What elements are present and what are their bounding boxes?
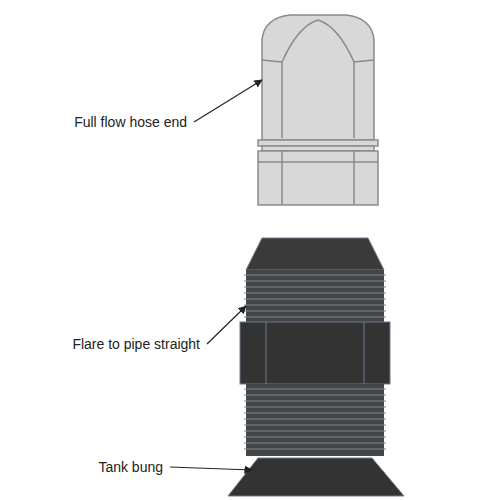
thread-line	[244, 412, 386, 413]
part-label: Full flow hose end	[73, 114, 188, 130]
thread-line	[244, 274, 386, 275]
thread-lines	[244, 389, 386, 449]
leader-line	[170, 467, 252, 470]
hose-end-body	[262, 15, 374, 140]
flare-thread	[246, 270, 384, 322]
thread-line	[244, 418, 386, 419]
tank-bung	[228, 458, 404, 496]
thread-line	[244, 298, 386, 299]
hose-end-facet	[262, 60, 374, 62]
flare-fitting	[240, 238, 390, 456]
thread-line	[244, 316, 386, 317]
thread-line	[244, 310, 386, 311]
part-label: Flare to pipe straight	[71, 336, 201, 352]
hose-end-hex	[258, 151, 378, 205]
thread-line	[244, 286, 386, 287]
thread-line	[244, 406, 386, 407]
hex-edge	[266, 322, 364, 384]
hose-end-band	[258, 140, 378, 146]
flare-cone	[246, 238, 384, 270]
leader-line	[207, 306, 246, 344]
thread-line	[244, 292, 386, 293]
hose-end	[258, 15, 378, 205]
flare-hex-nut	[240, 322, 390, 384]
part-label: Tank bung	[97, 459, 164, 475]
thread-line	[244, 280, 386, 281]
thread-line	[244, 388, 386, 389]
thread-line	[244, 436, 386, 437]
thread-lines	[244, 275, 386, 317]
thread-line	[244, 448, 386, 449]
thread-line	[244, 430, 386, 431]
thread-line	[244, 400, 386, 401]
hose-end-hex-edge	[258, 151, 378, 205]
thread-line	[244, 442, 386, 443]
thread-line	[244, 304, 386, 305]
hose-end-facet	[282, 20, 354, 138]
leader-line	[194, 80, 262, 122]
thread-line	[244, 394, 386, 395]
thread-line	[244, 424, 386, 425]
leader-lines	[170, 80, 262, 470]
